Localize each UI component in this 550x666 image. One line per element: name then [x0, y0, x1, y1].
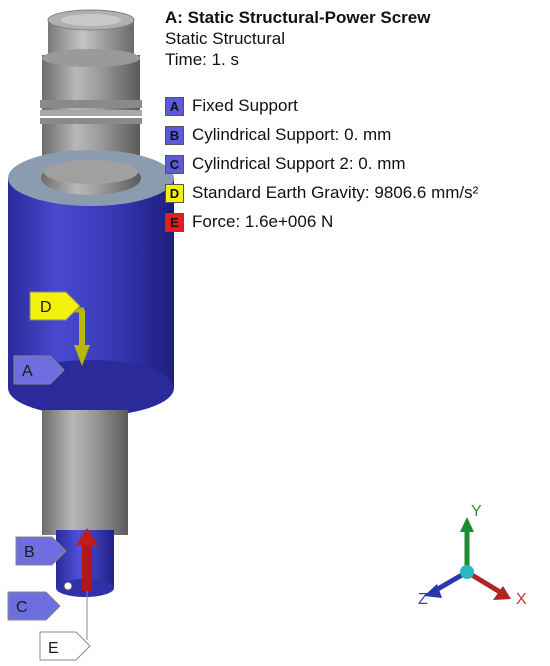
axis-triad[interactable]: Y X Z	[418, 503, 527, 608]
legend-item[interactable]: C Cylindrical Support 2: 0. mm	[165, 152, 478, 176]
screw-shaft-upper[interactable]	[40, 9, 142, 179]
tag-d[interactable]: D	[29, 291, 81, 321]
analysis-header: A: Static Structural-Power Screw Static …	[165, 7, 430, 70]
svg-text:C: C	[16, 599, 28, 616]
tag-b[interactable]: B	[15, 536, 67, 566]
legend-key-swatch: C	[165, 154, 184, 174]
force-arrow	[76, 528, 98, 640]
legend-key-swatch: B	[165, 125, 184, 145]
analysis-title: A: Static Structural-Power Screw	[165, 8, 431, 27]
nut-body[interactable]	[8, 150, 174, 416]
svg-text:A: A	[22, 363, 33, 380]
svg-text:E: E	[48, 640, 59, 657]
legend-item-label: Standard Earth Gravity: 9806.6 mm/s²	[192, 183, 479, 202]
axis-x-label: X	[516, 591, 527, 608]
legend-key-swatch: E	[165, 212, 184, 232]
legend-item[interactable]: A Fixed Support	[165, 94, 478, 118]
legend-key-swatch: D	[165, 183, 184, 203]
legend-item[interactable]: D Standard Earth Gravity: 9806.6 mm/s²	[165, 181, 478, 205]
legend-key-swatch: A	[165, 96, 184, 116]
axis-z-label: Z	[418, 591, 428, 608]
analysis-time: Time: 1. s	[165, 50, 239, 69]
legend-item-label: Force: 1.6e+006 N	[192, 212, 334, 231]
legend-item[interactable]: B Cylindrical Support: 0. mm	[165, 123, 478, 147]
svg-text:D: D	[40, 299, 52, 316]
axis-y-label: Y	[471, 503, 482, 520]
svg-text:B: B	[24, 544, 35, 561]
analysis-type: Static Structural	[165, 29, 285, 48]
legend-item-label: Fixed Support	[192, 96, 298, 115]
tag-a[interactable]: A	[13, 355, 65, 385]
legend-item[interactable]: E Force: 1.6e+006 N	[165, 210, 478, 234]
legend-item-label: Cylindrical Support 2: 0. mm	[192, 154, 406, 173]
tag-e[interactable]: E	[39, 631, 91, 661]
tag-c[interactable]: C	[7, 591, 61, 621]
legend-item-label: Cylindrical Support: 0. mm	[192, 125, 392, 144]
